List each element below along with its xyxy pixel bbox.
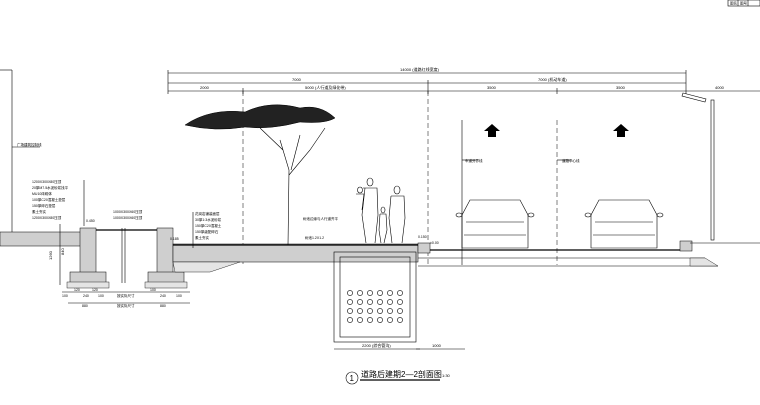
annotation-text: 150厚碎石垫层 (32, 203, 56, 208)
dim-4000: 4000 (715, 85, 725, 90)
annotation-text: 1000X300X60压顶 (113, 216, 143, 220)
pipe-conduit (347, 290, 353, 296)
annotation-text: 1260 (48, 250, 53, 260)
direction-arrow-icon (613, 124, 629, 137)
pipe-conduit (387, 299, 393, 305)
pipe-conduit (347, 308, 353, 314)
annotation-text: 240 (160, 294, 166, 298)
drawing-caption: 1 道路后建期2—2剖面图 1:30 (345, 369, 451, 385)
sidewalk-section: 0.185 花岗岩铺装面层 30厚1:3水泥砂浆 150厚C20混凝土 150厚… (170, 211, 439, 273)
pipe-conduit (357, 308, 363, 314)
pipe-conduit (367, 290, 373, 296)
utility-trench: 2200 (综合管沟) 1000 (333, 251, 465, 350)
annotation-text: 0.185 (170, 237, 179, 241)
people-illustration (356, 177, 406, 244)
pipe-conduit (377, 317, 383, 323)
annotation-text: 240 (83, 294, 89, 298)
wall-section: 1260 840 0.450 1200X300X80压顶 20厚M7.5水泥砂浆… (0, 180, 190, 308)
annotation-text: 0.450 (86, 219, 95, 223)
annotation-text: 120 (92, 288, 98, 292)
road-section: 车道分界线 道路中心线 (417, 158, 760, 267)
pipe-conduit (357, 290, 363, 296)
dimension-lines: 14000 (道路红线宽度) 7000 7000 (机动车道) 2000 500… (167, 66, 760, 94)
annotation-text: 按实际尺寸 (117, 293, 135, 298)
annotation-text: 100 (62, 294, 68, 298)
annotation-text: 30厚1:3水泥砂浆 (195, 217, 222, 222)
annotation-text: 150厚级配碎石 (195, 229, 219, 234)
annotation-text: 花岗岩铺装面层 (195, 211, 220, 216)
annotation-text: 0.150 (418, 235, 427, 239)
dim-lane1: 3500 (487, 85, 497, 90)
annotation-text: 1000X300X60压顶 (113, 210, 143, 214)
annotation-text: 树池边缘与人行道齐平 (303, 216, 338, 221)
pipe-conduit (377, 308, 383, 314)
title-block: 图名 图号 (727, 0, 760, 7)
car-right (584, 199, 664, 249)
pipe-conduit (397, 299, 403, 305)
street-lamp (681, 92, 715, 241)
annotation-text: 1 (350, 374, 355, 383)
pipe-conduit (377, 290, 383, 296)
annotation-text: 道路中心线 (562, 158, 580, 163)
dim-5000: 5000 (人行道及绿化带) (305, 84, 346, 90)
annotation-text: 道路后建期2—2剖面图 (361, 369, 442, 379)
annotation-text: 880 (82, 304, 88, 308)
annotation-text: 按实际尺寸 (117, 303, 135, 308)
pipe-conduit (397, 308, 403, 314)
annotation-text: 20厚M7.5水泥砂浆找平 (32, 185, 69, 190)
annotation-text: 100 (176, 294, 182, 298)
pipe-conduit (387, 317, 393, 323)
annotation-text: 1200X300X80压顶 (32, 180, 62, 184)
dim-2000: 2000 (200, 85, 210, 90)
tree-illustration (184, 104, 336, 246)
pipe-conduit (367, 308, 373, 314)
pipe-conduit (377, 299, 383, 305)
annotation-text: 图号 (740, 1, 748, 6)
annotation-text: 素土夯实 (32, 209, 46, 214)
pipe-conduit (367, 299, 373, 305)
pipe-conduit (397, 290, 403, 296)
dim-left-half: 7000 (292, 77, 302, 82)
pipe-conduit (387, 290, 393, 296)
pipe-conduit (367, 317, 373, 323)
annotation-text: 2200 (综合管沟) (362, 342, 391, 348)
direction-arrow-icon (484, 124, 500, 137)
annotation-text: ±0.00 (430, 241, 439, 245)
pipe-conduit (357, 317, 363, 323)
pipe-conduit (397, 317, 403, 323)
annotation-text: 图名 (730, 1, 737, 6)
annotation-text: 1:30 (442, 373, 451, 378)
pipe-conduit (387, 308, 393, 314)
annotation-text: 150厚C20混凝土 (195, 223, 222, 228)
annotation-text: 100 (150, 288, 156, 292)
annotation-text: 120 (74, 288, 80, 292)
annotation-text: 树池1.2X1.2 (305, 235, 324, 240)
dim-lane2: 3500 (616, 85, 626, 90)
dim-right-half: 7000 (机动车道) (538, 76, 567, 82)
car-left (455, 199, 535, 249)
annotation-text: 素土夯实 (195, 235, 209, 240)
annotation-text: 车道分界线 (465, 158, 483, 163)
pipe-conduit (347, 299, 353, 305)
wall-layer-callouts: 1200X300X80压顶 20厚M7.5水泥砂浆找平 MU10砖砌体 100厚… (32, 180, 143, 226)
annotation-text: 100 (98, 294, 104, 298)
building-control-line: 广场建筑控制线 (0, 69, 42, 232)
pipe-conduit (357, 299, 363, 305)
pipe-conduit (347, 317, 353, 323)
annotation-text: 1000 (432, 343, 442, 348)
annotation-text: 100厚C20混凝土垫层 (32, 197, 66, 202)
annotation-text: 880 (160, 304, 166, 308)
annotation-text: 1200X300X80压顶 (32, 216, 62, 220)
annotation-text: 广场建筑控制线 (17, 142, 42, 147)
annotation-text: 840 (60, 248, 65, 255)
dim-total: 14000 (道路红线宽度) (400, 66, 440, 72)
annotation-text: MU10砖砌体 (32, 191, 52, 196)
